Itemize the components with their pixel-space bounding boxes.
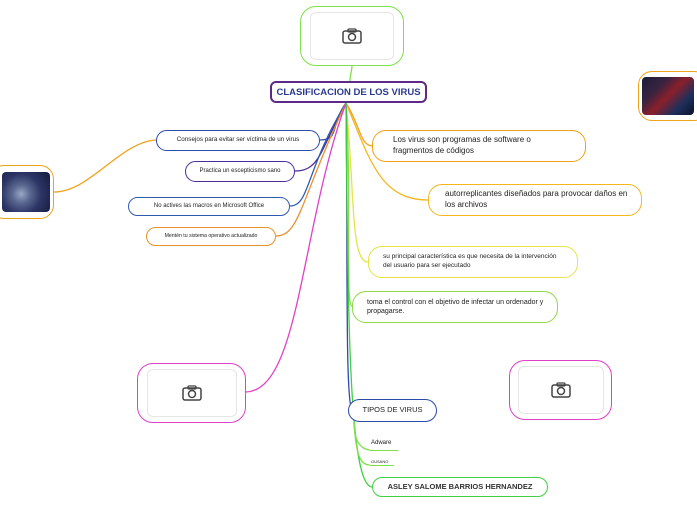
camera-icon: [550, 382, 571, 398]
connector-left-image: [245, 102, 347, 393]
central-topic[interactable]: CLASIFICACION DE LOS VIRUS: [270, 81, 427, 103]
author-label: ASLEY SALOME BARRIOS HERNANDEZ: [387, 481, 533, 491]
image-box-top[interactable]: [300, 6, 404, 66]
branch-macros[interactable]: No actives las macros en Microsoft Offic…: [128, 197, 290, 216]
central-topic-label: CLASIFICACION DE LOS VIRUS: [276, 86, 421, 98]
connector-top-image: [349, 65, 353, 82]
branch-tips-label: Consejos para evitar ser víctima de un v…: [176, 136, 300, 144]
type-adware-underline: [370, 450, 398, 451]
branch-definition-label: Los virus son programas de software o fr…: [393, 135, 531, 155]
branch-takes-control[interactable]: toma el control con el objetivo de infec…: [352, 291, 558, 323]
branch-characteristic[interactable]: su principal característica es que neces…: [368, 246, 578, 278]
image-box-right[interactable]: [509, 360, 612, 420]
branch-self-replicating[interactable]: autorreplicantes diseñados para provocar…: [428, 184, 642, 216]
types-of-virus-label: TIPOS DE VIRUS: [362, 405, 423, 415]
author-node[interactable]: ASLEY SALOME BARRIOS HERNANDEZ: [372, 477, 548, 497]
connector-right-1: [345, 102, 373, 147]
lock-security-photo: [2, 172, 50, 212]
branch-self-replicating-label: autorreplicantes diseñados para provocar…: [445, 189, 628, 209]
branch-macros-label: No actives las macros en Microsoft Offic…: [153, 203, 265, 210]
connector-right-4: [345, 102, 353, 307]
camera-icon: [342, 28, 362, 44]
image-placeholder: [146, 369, 237, 417]
branch-updates[interactable]: Mentén tu sistema operativo actualizado: [146, 227, 276, 246]
connector-left-photo: [53, 139, 157, 193]
branch-updates-label: Mentén tu sistema operativo actualizado: [164, 232, 258, 239]
image-placeholder: [517, 366, 604, 414]
branch-takes-control-label: toma el control con el objetivo de infec…: [367, 298, 544, 315]
connector-gusano: [353, 421, 371, 466]
photo-lock[interactable]: [0, 165, 54, 219]
type-adware[interactable]: Adware: [371, 440, 392, 446]
connector-author: [345, 102, 373, 488]
computer-virus-photo: [642, 77, 694, 115]
branch-definition[interactable]: Los virus son programas de software o fr…: [372, 130, 586, 162]
branch-characteristic-label: su principal característica es que neces…: [383, 253, 557, 269]
type-gusano[interactable]: GUSANO: [371, 459, 389, 464]
connector-right-3: [345, 102, 369, 263]
branch-skepticism[interactable]: Practica un escepticismo sano: [185, 161, 295, 182]
types-of-virus[interactable]: TIPOS DE VIRUS: [348, 399, 437, 422]
connector-right-2: [345, 102, 429, 201]
connector-left-4: [275, 102, 347, 237]
photo-virus[interactable]: [638, 71, 697, 121]
image-placeholder: [310, 12, 394, 60]
connector-left-3: [289, 102, 347, 207]
image-box-left[interactable]: [137, 363, 246, 423]
type-gusano-underline: [370, 465, 394, 466]
camera-icon: [181, 385, 202, 401]
branch-tips[interactable]: Consejos para evitar ser víctima de un v…: [156, 130, 320, 151]
branch-skepticism-label: Practica un escepticismo sano: [199, 168, 281, 175]
